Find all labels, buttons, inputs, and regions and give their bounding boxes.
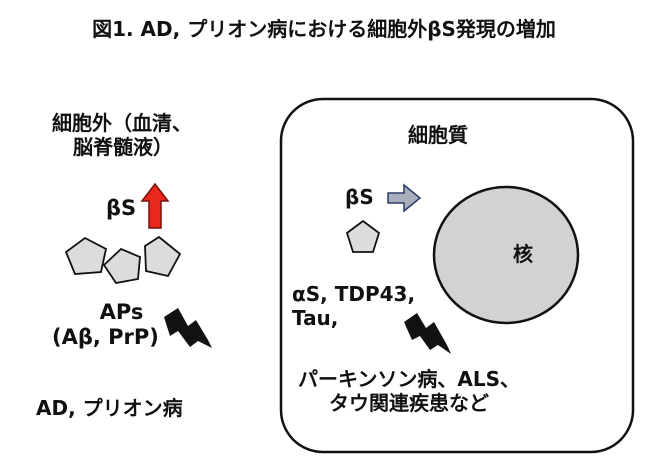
proteins-label-line1: αS, TDP43, bbox=[292, 282, 416, 306]
cytoplasm-disease-label: パーキンソン病、ALS、 タウ関連疾患など bbox=[298, 367, 521, 415]
cytoplasm-beta-s-label: βS bbox=[345, 185, 374, 209]
nucleus-label: 核 bbox=[513, 242, 533, 266]
up-arrow-icon bbox=[140, 182, 170, 229]
nucleus-shape bbox=[432, 185, 580, 325]
proteins-label-line2: Tau, bbox=[292, 305, 339, 330]
lightning-bolt-icon bbox=[404, 313, 451, 354]
extracellular-beta-s-label: βS bbox=[106, 196, 137, 220]
pentagon-icon bbox=[345, 219, 381, 253]
aps-label: APs (Aβ, PrP) bbox=[52, 300, 159, 350]
pentagon-icon bbox=[144, 235, 182, 278]
right-arrow-icon bbox=[387, 183, 422, 213]
cytoplasm-disease-line1: パーキンソン病、ALS、 bbox=[298, 367, 521, 391]
proteins-label: αS, TDP43, Tau, bbox=[292, 282, 416, 330]
extracellular-label-line1: 細胞外（血清、 bbox=[52, 111, 192, 135]
aps-label-line2: (Aβ, PrP) bbox=[52, 324, 159, 349]
cytoplasm-disease-line2: タウ関連疾患など bbox=[329, 390, 490, 415]
cytoplasm-label: 細胞質 bbox=[408, 123, 468, 147]
extracellular-label: 細胞外（血清、 脳脊髄液） bbox=[52, 111, 192, 159]
pentagon-icon bbox=[64, 236, 108, 275]
page-title: 図1. AD, プリオン病における細胞外βS発現の増加 bbox=[92, 17, 556, 41]
aps-label-line1: APs bbox=[99, 300, 144, 324]
lightning-bolt-icon bbox=[164, 308, 212, 348]
extracellular-label-line2: 脳脊髄液） bbox=[73, 134, 173, 159]
extracellular-disease-label: AD, プリオン病 bbox=[36, 396, 183, 420]
pentagon-icon bbox=[102, 247, 141, 284]
